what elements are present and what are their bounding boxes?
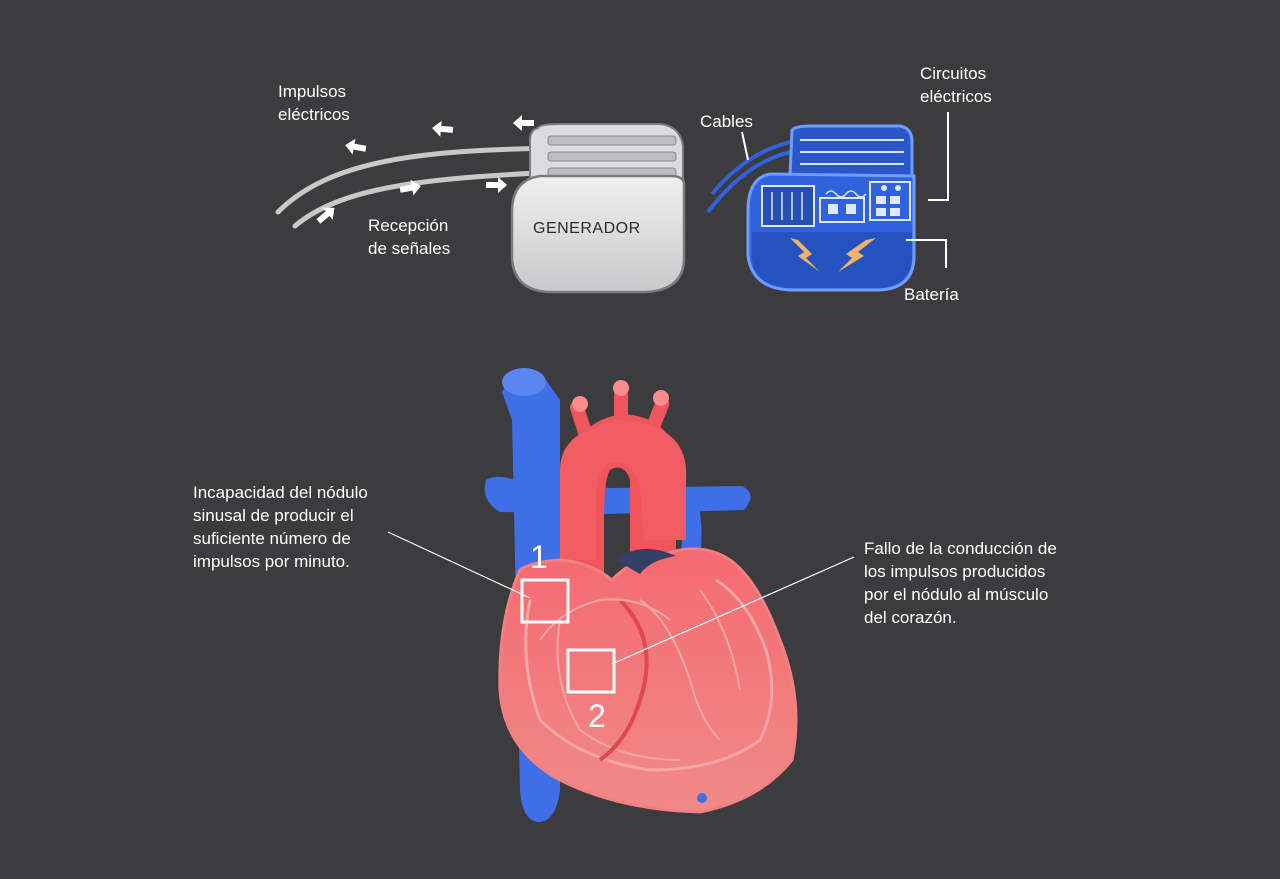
reception-label-line2: de señales — [368, 239, 451, 258]
annotation-conduction-line4: del corazón. — [864, 608, 957, 627]
pacemaker-leads — [275, 145, 563, 229]
marker-box-2 — [566, 648, 616, 694]
annotation-sinus-line4: impulsos por minuto. — [193, 552, 350, 571]
impulses-label-line1: Impulsos — [278, 82, 347, 101]
arrow-icon — [513, 115, 534, 131]
annotation-conduction-line2: los impulsos producidos — [864, 562, 1046, 581]
cables-label: Cables — [700, 112, 753, 131]
annotation-sinus-line2: sinusal de producir el — [193, 506, 354, 525]
heart-illustration — [484, 368, 798, 822]
impulses-label: Impulsos eléctricos — [278, 80, 350, 126]
annotation-sinus-node: Incapacidad del nódulo sinusal de produc… — [193, 481, 368, 573]
marker-number-2: 2 — [588, 698, 606, 734]
arrow-icon — [431, 120, 454, 138]
battery-label: Batería — [904, 285, 959, 304]
generator-device — [510, 123, 686, 294]
circuits-label-line1: Circuitos — [920, 64, 987, 83]
leader-lines-top — [741, 112, 949, 268]
annotation-conduction-line1: Fallo de la conducción de — [864, 539, 1057, 558]
annotation-conduction: Fallo de la conducción de los impulsos p… — [864, 537, 1057, 629]
marker-number-1: 1 — [530, 539, 548, 575]
impulses-label-line2: eléctricos — [278, 105, 350, 124]
nodule-markers — [520, 578, 616, 694]
arrow-icon — [343, 137, 368, 157]
circuits-label-line2: eléctricos — [920, 87, 992, 106]
marker-box-1 — [520, 578, 570, 624]
reception-label: Recepción de señales — [368, 214, 450, 260]
reception-label-line1: Recepción — [368, 216, 449, 235]
annotation-conduction-line3: por el nódulo al músculo — [864, 585, 1049, 604]
annotation-lines — [387, 531, 855, 665]
generator-label: GENERADOR — [533, 220, 641, 237]
circuits-label: Circuitos eléctricos — [920, 62, 992, 108]
annotation-sinus-line1: Incapacidad del nódulo — [193, 483, 368, 502]
spark-icon — [790, 238, 820, 272]
circuit-device — [746, 124, 916, 292]
spark-icon — [838, 238, 876, 272]
arrow-icon — [486, 177, 507, 193]
annotation-sinus-line3: suficiente número de — [193, 529, 351, 548]
